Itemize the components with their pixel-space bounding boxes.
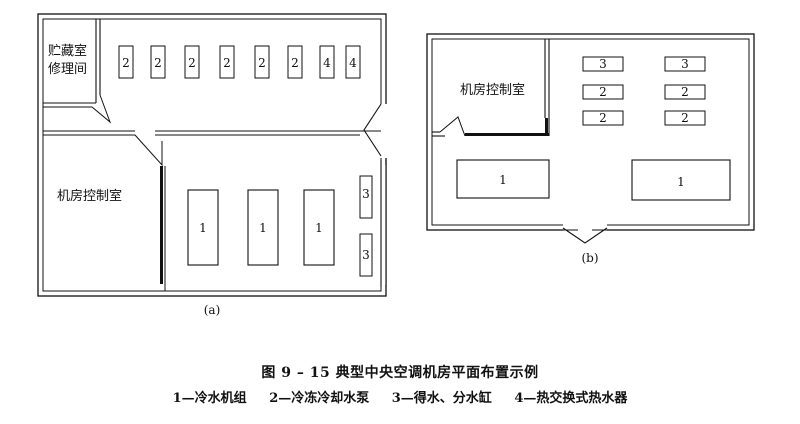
plan-b-control-window bbox=[465, 133, 549, 136]
room-storage-label: 贮藏室 bbox=[48, 43, 87, 59]
room-control-label-a: 机房控制室 bbox=[57, 188, 122, 204]
plan-a-top-row bbox=[118, 45, 361, 79]
plan-b-control-door bbox=[439, 116, 466, 137]
pump-2 bbox=[582, 84, 624, 100]
pump-2 bbox=[118, 45, 134, 79]
chiller-1 bbox=[247, 189, 279, 266]
plan-a-control-window bbox=[160, 166, 163, 284]
room-repair-label: 修理间 bbox=[48, 62, 87, 77]
pump-2-label: 2 bbox=[681, 111, 689, 125]
tank-3 bbox=[582, 56, 624, 72]
pump-2-label: 2 bbox=[223, 56, 231, 70]
plan-a-chiller-labels: 1 1 1 bbox=[199, 221, 323, 235]
chiller-1 bbox=[303, 189, 335, 266]
heater-4 bbox=[345, 45, 361, 79]
figure-legend: 1—冷水机组 2—冷冻冷却水泵 3—得水、分水缸 4—热交换式热水器 bbox=[0, 387, 800, 406]
pump-2 bbox=[254, 45, 270, 79]
pump-2-label: 2 bbox=[154, 56, 162, 70]
plan-a-control-door bbox=[134, 134, 163, 167]
heater-4 bbox=[319, 45, 335, 79]
pump-2 bbox=[219, 45, 235, 79]
pump-2-label: 2 bbox=[681, 85, 689, 99]
plan-a-right-door bbox=[363, 103, 382, 157]
plan-b-equipment-labels: 3 2 2 3 2 2 1 1 bbox=[499, 57, 689, 189]
tank-3-label: 3 bbox=[362, 248, 370, 262]
pump-2-label: 2 bbox=[291, 56, 299, 70]
chiller-1-label: 1 bbox=[677, 175, 685, 189]
plan-a-top-row-labels: 2 2 2 2 2 2 4 4 bbox=[122, 56, 357, 70]
heater-4-label: 4 bbox=[349, 56, 357, 70]
chiller-1 bbox=[187, 189, 219, 266]
pump-2 bbox=[184, 45, 200, 79]
pump-2-label: 2 bbox=[599, 85, 607, 99]
plan-a-tank-labels: 3 3 bbox=[362, 187, 370, 262]
tank-3 bbox=[664, 56, 706, 72]
plan-a bbox=[37, 13, 388, 297]
chiller-1 bbox=[456, 159, 550, 199]
pump-2-label: 2 bbox=[599, 111, 607, 125]
room-control-label-b: 机房控制室 bbox=[460, 82, 525, 98]
pump-2 bbox=[287, 45, 303, 79]
chiller-1-label: 1 bbox=[499, 173, 507, 187]
plan-b bbox=[426, 33, 755, 244]
figure-title: 图 9 – 15 典型中央空调机房平面布置示例 bbox=[261, 365, 539, 381]
chiller-1 bbox=[631, 159, 731, 201]
plan-b-door bbox=[562, 227, 608, 244]
plan-b-label: (b) bbox=[581, 251, 598, 265]
plan-b-inner-wall bbox=[431, 38, 750, 226]
chiller-1-label: 1 bbox=[199, 221, 207, 235]
tank-3 bbox=[359, 233, 373, 277]
tank-3 bbox=[359, 175, 373, 219]
legend-item-3: 3—得水、分水缸 bbox=[391, 391, 492, 406]
plan-a-storage-door bbox=[91, 94, 112, 124]
chiller-1-label: 1 bbox=[315, 221, 323, 235]
pump-2-label: 2 bbox=[188, 56, 196, 70]
tank-3-label: 3 bbox=[681, 57, 689, 71]
legend-item-1: 1—冷水机组 bbox=[172, 391, 247, 406]
pump-2 bbox=[664, 84, 706, 100]
tank-3-label: 3 bbox=[362, 187, 370, 201]
heater-4-label: 4 bbox=[323, 56, 331, 70]
pump-2-label: 2 bbox=[122, 56, 130, 70]
plan-a-label: (a) bbox=[204, 303, 221, 317]
tank-3-label: 3 bbox=[599, 57, 607, 71]
pump-2-label: 2 bbox=[258, 56, 266, 70]
legend-item-2: 2—冷冻冷却水泵 bbox=[269, 391, 370, 406]
pump-2 bbox=[582, 110, 624, 126]
chiller-1-label: 1 bbox=[259, 221, 267, 235]
pump-2 bbox=[664, 110, 706, 126]
legend-item-4: 4—热交换式热水器 bbox=[514, 391, 628, 406]
pump-2 bbox=[150, 45, 166, 79]
